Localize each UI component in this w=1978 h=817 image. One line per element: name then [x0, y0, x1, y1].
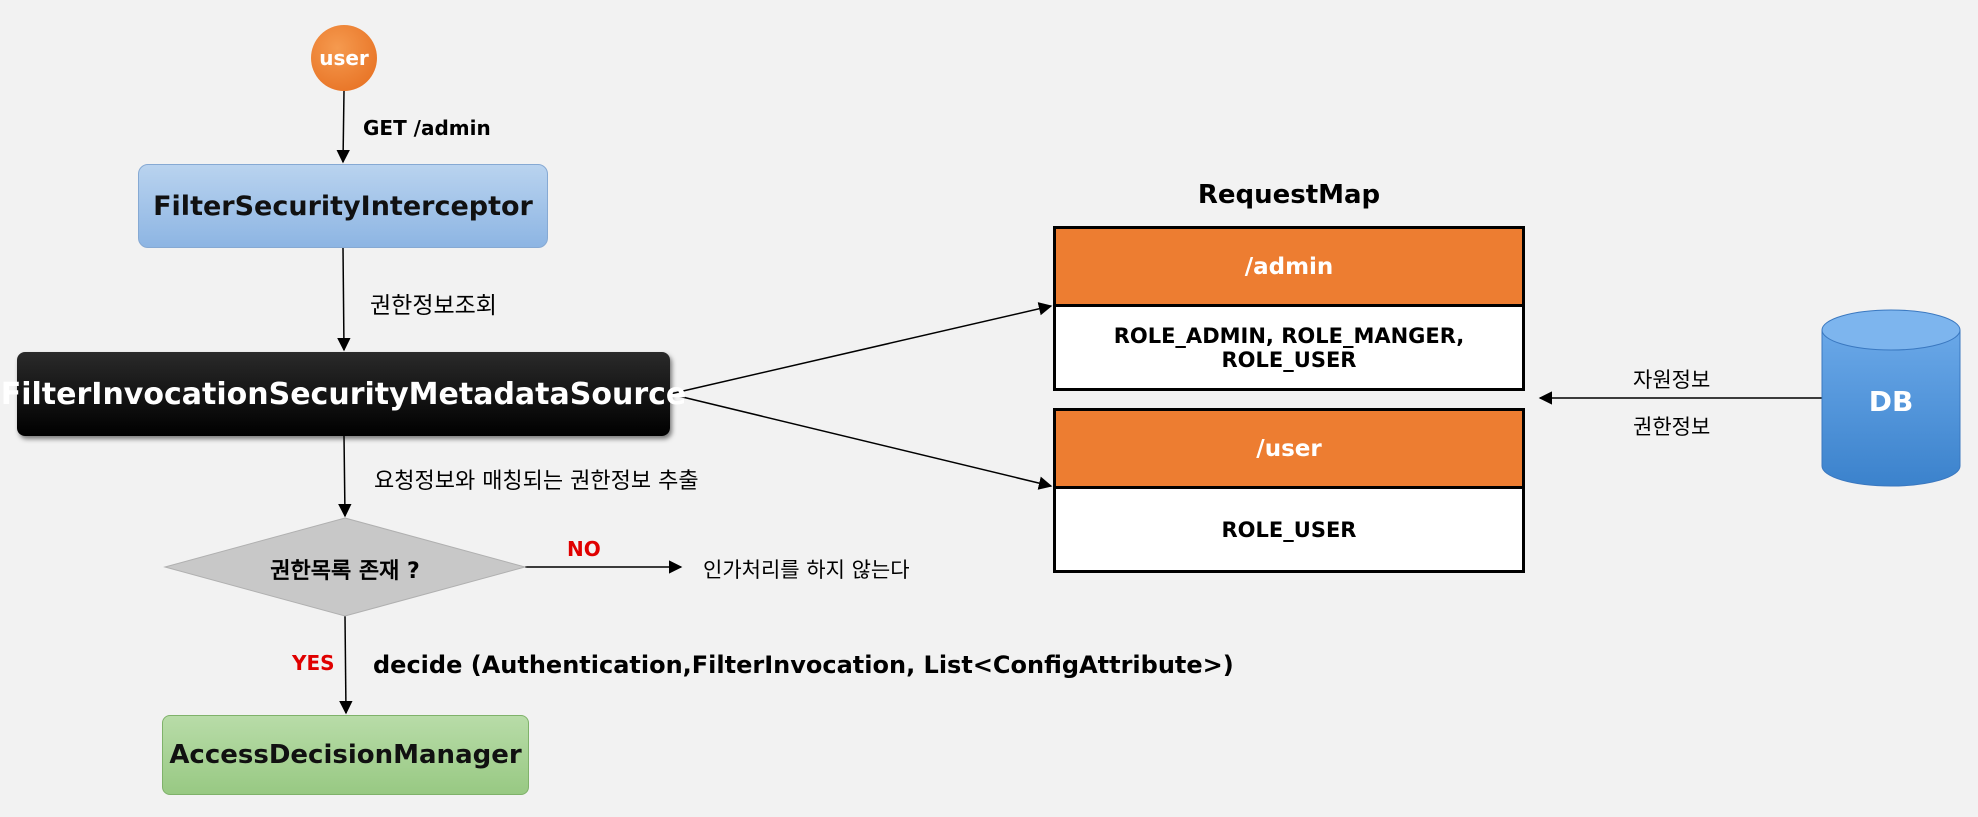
- request-map-entry-user: /user ROLE_USER: [1053, 408, 1525, 573]
- decision-diamond: [163, 517, 527, 617]
- decide-label: decide (Authentication,FilterInvocation,…: [373, 651, 1234, 679]
- no-result-label: 인가처리를 하지 않는다: [703, 558, 910, 582]
- request-map-roles: ROLE_ADMIN, ROLE_MANGER, ROLE_USER: [1113, 323, 1465, 372]
- user-node: user: [311, 25, 377, 91]
- request-label: GET /admin: [363, 116, 491, 140]
- arrow-fsi-to-metadata: [337, 247, 351, 352]
- filter-security-interceptor-box: FilterSecurityInterceptor: [138, 164, 548, 248]
- arrow-decision-yes: [339, 615, 353, 715]
- access-decision-manager-box: AccessDecisionManager: [162, 715, 529, 795]
- yes-label: YES: [292, 651, 335, 675]
- arrow-metadata-to-admin-map: [669, 302, 1053, 395]
- db-label: DB: [1868, 385, 1914, 418]
- metadata-source-box: FilterInvocationSecurityMetadataSource: [1, 352, 686, 436]
- authority-info-label: 권한정보: [1633, 415, 1711, 439]
- resource-info-label: 자원정보: [1633, 368, 1711, 392]
- request-map-roles: ROLE_USER: [1221, 517, 1357, 542]
- request-map-title: RequestMap: [1197, 180, 1381, 210]
- decision-label: 권한목록 존재 ?: [270, 559, 420, 584]
- request-map-path: /admin: [1056, 229, 1522, 307]
- no-label: NO: [567, 537, 601, 561]
- query-label: 권한정보조회: [370, 293, 497, 319]
- arrow-metadata-to-decision: [338, 435, 352, 518]
- extract-label: 요청정보와 매칭되는 권한정보 추출: [374, 469, 699, 494]
- request-map-entry-admin: /admin ROLE_ADMIN, ROLE_MANGER, ROLE_USE…: [1053, 226, 1525, 391]
- db-cylinder: [1821, 309, 1961, 487]
- arrow-metadata-to-user-map: [669, 393, 1053, 490]
- arrow-user-to-fsi: [336, 90, 350, 164]
- request-map-path: /user: [1056, 411, 1522, 489]
